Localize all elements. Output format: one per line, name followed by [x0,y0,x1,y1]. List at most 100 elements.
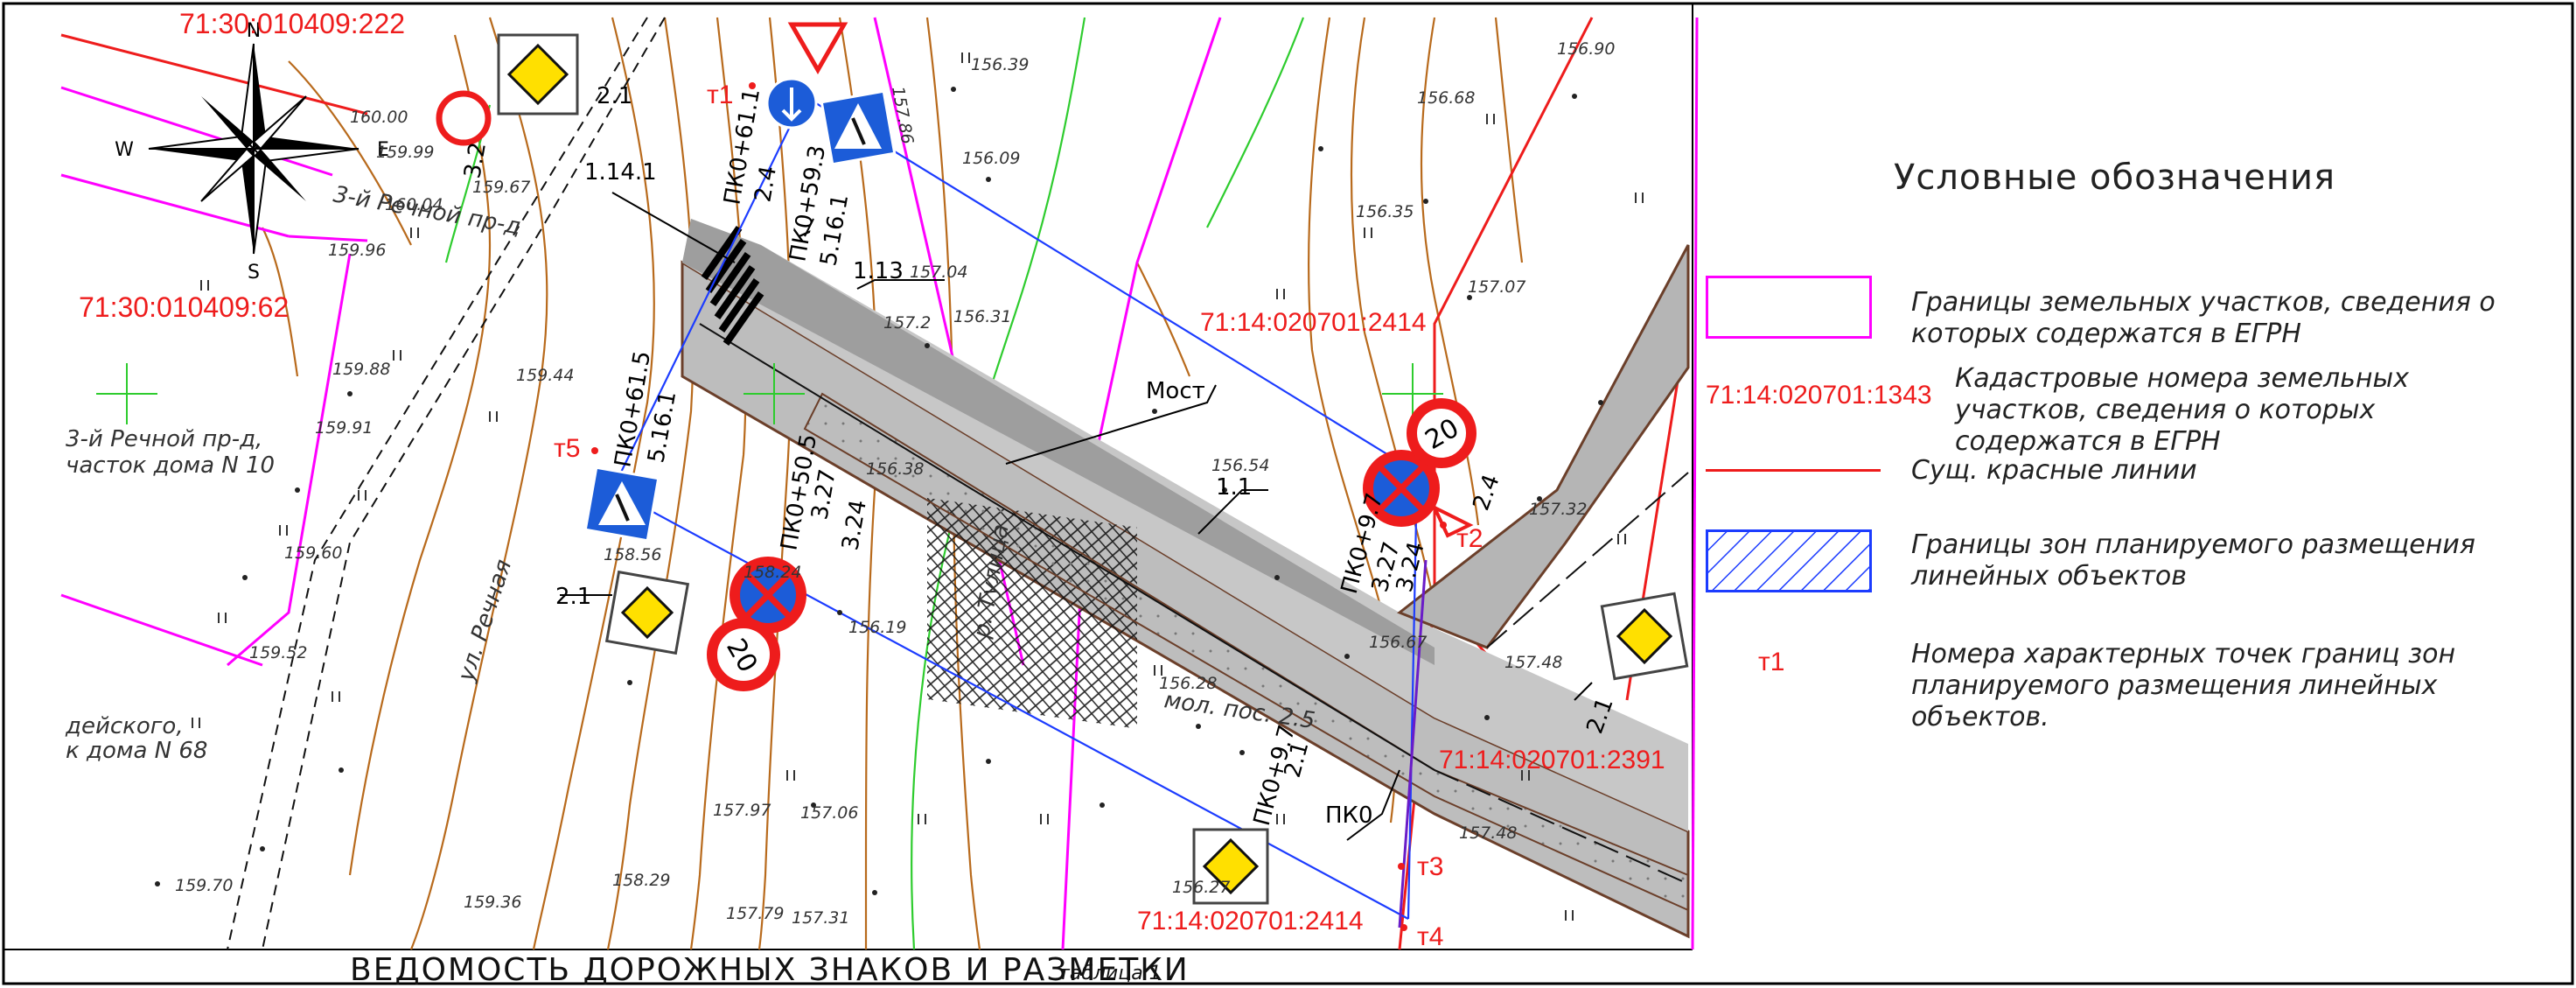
compass-e: E [377,139,389,161]
picket-label: 2.1 [597,83,632,109]
elevation-label: 158.56 [604,545,661,564]
place-label: 3-й Речной пр-д, [66,426,262,452]
picket-label: 2.4 [750,164,782,204]
compass-rose: N S W E [115,20,389,284]
point-label: т5 [554,434,580,463]
legend-item-text: Границы земельных участков, сведения о к… [1911,287,2496,349]
keep-right-sign [765,77,818,130]
vegetation-marks [192,53,1644,921]
elevation-label: 157.79 [726,904,784,923]
legend-panel: Условные обозначения Границы земельных у… [1701,0,2576,987]
elevation-label: 157.48 [1504,653,1562,672]
elevation-label: 159.70 [175,876,233,895]
leader-lines [560,192,1593,841]
cadastral-label: 71:14:020701:2414 [1200,308,1427,337]
elevation-label: 158.24 [743,563,801,582]
no-stopping-sign [1363,450,1440,527]
picket-label: 3.2 [459,140,492,180]
marking-label: Мост [1146,378,1205,404]
point-label: т2 [1456,524,1483,553]
yield-sign-icon [787,22,848,75]
picket-label: ПК0 [1325,802,1373,829]
priority-road-sign [1600,592,1689,681]
elevation-label: 157.2 [883,313,931,333]
picket-label: 5.16.1 [643,389,681,466]
picket-label: 3.24 [837,498,872,552]
elevation-label: 156.27 [1172,878,1230,897]
picket-label: 2.1 [555,584,591,610]
cadastral-label: 71:30:010409:222 [179,8,405,39]
elevation-label: 160.04 [385,195,443,214]
legend-code: т1 [1758,648,1785,676]
elevation-label: 157.07 [1468,277,1525,297]
elevation-label: 159.44 [516,366,574,385]
place-label: часток дома N 10 [66,452,275,479]
magenta-rectangle-icon [1706,276,1872,339]
table-label: таблица 1 [1058,963,1162,984]
cadastral-label: 71:14:020701:2414 [1137,907,1364,935]
pedestrian-crossing-sign [820,89,897,166]
compass-s: S [248,262,260,284]
marking-label: 1.14.1 [584,159,657,186]
marking-label: 1.13 [853,258,904,284]
planned-zone-boundary [611,95,1419,920]
place-label: дейского, [65,713,184,739]
marking-label: 1.1 [1216,474,1252,501]
point-label: т3 [1417,852,1443,881]
compass-n: N [247,20,261,42]
elevation-label: 156.09 [962,149,1020,168]
restriction-sign-icon [436,90,492,146]
blue-hatch-icon [1706,529,1872,592]
pedestrian-crossing-sign [583,466,660,543]
cadastral-label: 71:30:010409:62 [79,291,289,323]
elevation-label: 159.60 [284,543,342,563]
speed-limit-sign: 20 [1407,398,1476,468]
cadastral-label: 71:14:020701:2391 [1439,746,1665,774]
elevation-label: 156.67 [1369,633,1427,652]
point-label: т1 [707,81,733,109]
elevation-label: 156.35 [1356,202,1414,221]
elevation-label: 157.97 [713,801,771,820]
elevation-label: 156.38 [866,459,924,479]
elevation-label: 159.96 [328,241,386,260]
legend-item-text: Сущ. красные линии [1911,455,2197,486]
elevation-label: 156.28 [1159,674,1217,693]
elevation-label: 157.04 [910,263,967,282]
point-markers [591,82,1447,931]
elevation-label: 156.68 [1417,88,1475,108]
statement-title: ВЕДОМОСТЬ ДОРОЖНЫХ ЗНАКОВ И РАЗМЕТКИ [350,952,1190,988]
elevation-label: 157.31 [792,908,849,928]
elevation-label: 159.91 [315,418,373,438]
picket-label: 2.4 [1468,471,1504,514]
elevation-label: 157.48 [1459,823,1517,843]
elevation-label: 156.39 [971,55,1029,74]
elevation-label: 156.19 [848,618,906,637]
legend-title: Условные обозначения [1894,158,2336,198]
elevation-label: 159.67 [472,178,530,197]
road-edges [227,17,666,950]
legend-code: 71:14:020701:1343 [1706,381,1932,410]
elevation-label: 160.00 [350,108,408,127]
legend-item-text: Номера характерных точек границ зон план… [1911,639,2456,732]
place-label: к дома N 68 [66,738,207,764]
elevation-label: 158.29 [612,871,670,890]
warning-sign-icon [1430,503,1474,538]
priority-road-sign [604,570,690,655]
elevation-label: 157.06 [800,803,858,823]
compass-w: W [115,139,134,161]
elevation-label: 159.88 [332,360,390,379]
red-line-icon [1706,469,1881,472]
legend-item-text: Границы зон планируемого размещения лине… [1911,529,2475,592]
elevation-label: 156.90 [1557,39,1615,59]
priority-road-sign [1192,828,1269,905]
elevation-label: 159.36 [464,893,521,912]
parcel-boundaries [60,17,1699,950]
street-label: ул. Речная [453,557,517,685]
elevation-label: 156.31 [953,307,1011,326]
elevation-label: 159.99 [376,143,434,162]
elevation-label: 156.54 [1211,456,1269,475]
speed-limit-sign: 20 [707,618,780,691]
elevation-label: 159.52 [249,643,307,662]
point-label: т4 [1417,922,1443,951]
